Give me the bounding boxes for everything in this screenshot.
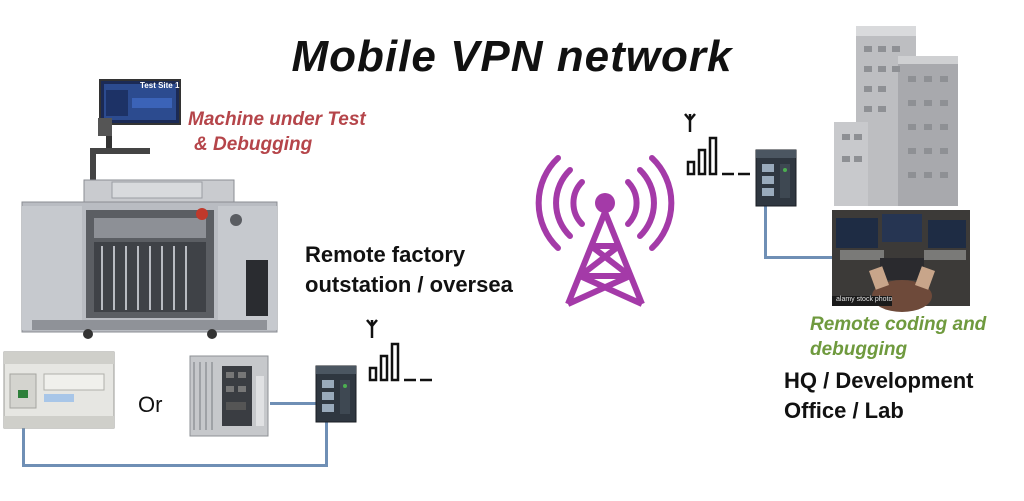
cable-bottom bbox=[22, 464, 328, 467]
industrial-pc-icon bbox=[189, 355, 269, 437]
developers-photo bbox=[832, 210, 970, 312]
signal-bars-icon-factory bbox=[366, 319, 432, 382]
coding-label-line2: debugging bbox=[810, 339, 908, 360]
coding-label: Remote coding and debugging bbox=[810, 312, 986, 362]
cable-hq-down bbox=[764, 205, 767, 259]
machine-label-line1: Machine under Test bbox=[188, 109, 366, 130]
diagram-title: Mobile VPN network bbox=[291, 32, 733, 81]
signal-bars-icon-hq bbox=[684, 113, 750, 176]
factory-label-line1: Remote factory bbox=[305, 242, 466, 267]
hq-label: HQ / Development Office / Lab bbox=[784, 366, 973, 426]
cable-router-down bbox=[325, 418, 328, 467]
machine-under-test bbox=[21, 179, 278, 339]
or-label: Or bbox=[138, 392, 163, 417]
hq-label-line1: HQ / Development bbox=[784, 368, 974, 393]
cable-hq-laptop bbox=[764, 256, 836, 259]
stock-watermark: alamy stock photo bbox=[836, 296, 893, 303]
router-icon-factory bbox=[315, 365, 357, 423]
plc-icon bbox=[3, 351, 115, 429]
cable-plc-down bbox=[22, 418, 25, 466]
factory-label: Remote factory outstation / oversea bbox=[305, 240, 513, 300]
cable-ipc-router bbox=[270, 402, 320, 405]
cell-tower-icon bbox=[535, 155, 675, 307]
building-icon bbox=[834, 26, 958, 206]
hq-label-line2: Office / Lab bbox=[784, 398, 904, 423]
factory-label-line2: outstation / oversea bbox=[305, 272, 513, 297]
monitor-caption: Test Site 1 bbox=[140, 81, 180, 90]
machine-label: Machine under Test & Debugging bbox=[188, 107, 366, 157]
router-icon-hq bbox=[755, 149, 797, 207]
test-monitor bbox=[90, 79, 181, 206]
machine-label-line2: & Debugging bbox=[194, 134, 313, 155]
coding-label-line1: Remote coding and bbox=[810, 314, 987, 335]
